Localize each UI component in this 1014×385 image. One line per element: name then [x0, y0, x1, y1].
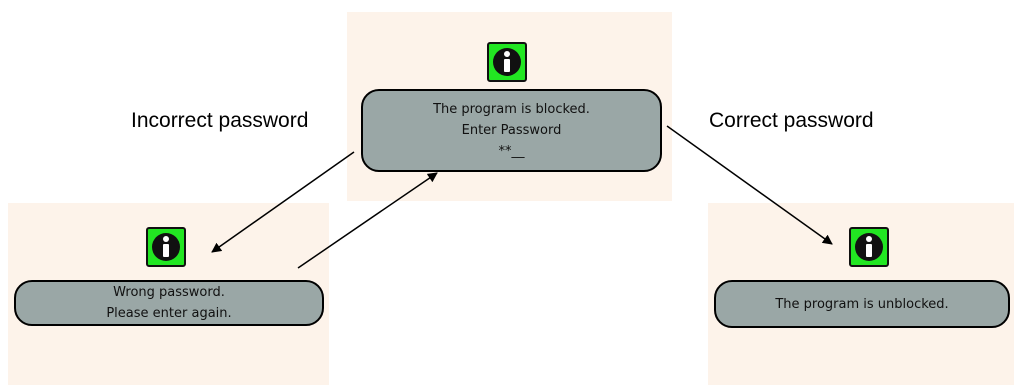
correct-password-label: Correct password [709, 109, 874, 132]
blocked-message-box: The program is blocked. Enter Password *… [361, 89, 662, 172]
unblocked-message-line: The program is unblocked. [775, 296, 949, 312]
incorrect-password-label: Incorrect password [131, 109, 309, 132]
retry-arrow [297, 172, 438, 269]
password-mask: **__ [498, 144, 525, 159]
enter-again-line: Please enter again. [106, 306, 232, 321]
info-icon [487, 42, 527, 82]
info-icon [849, 227, 889, 267]
blocked-message-line: The program is blocked. [433, 102, 590, 117]
incorrect-password-arrow [211, 151, 355, 253]
correct-password-arrow [666, 125, 833, 245]
wrong-password-message-box: Wrong password. Please enter again. [14, 280, 324, 326]
info-icon [146, 227, 186, 267]
wrong-password-line: Wrong password. [113, 285, 225, 300]
unblocked-message-box: The program is unblocked. [714, 280, 1010, 328]
enter-password-prompt: Enter Password [461, 123, 562, 138]
